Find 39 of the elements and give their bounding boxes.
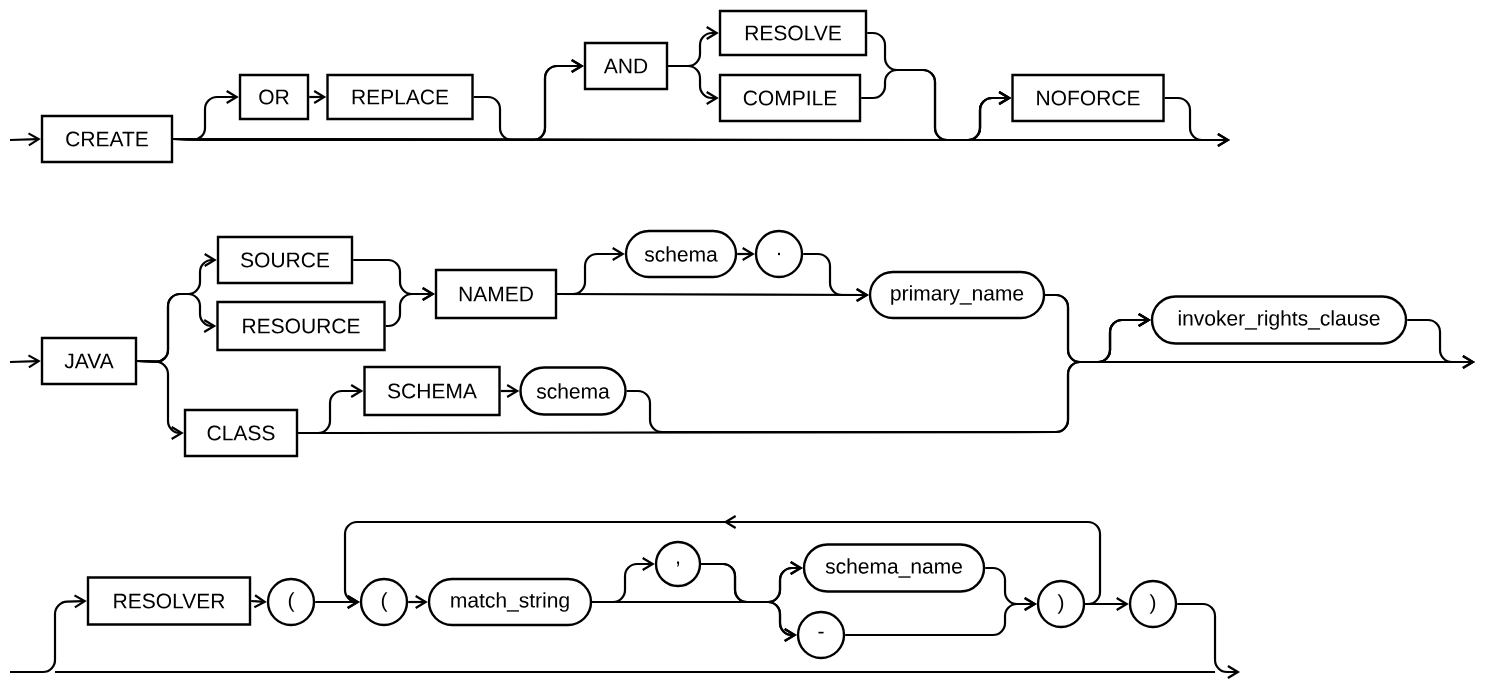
arrow [385, 287, 435, 328]
arrow [701, 562, 797, 642]
arrow [251, 594, 267, 609]
identifier-pill: schema_name [802, 543, 986, 593]
arrow [1177, 602, 1240, 679]
identifier-pill: primary_name [868, 270, 1046, 320]
arrow [137, 359, 184, 440]
keyword-box: NOFORCE [1011, 73, 1165, 123]
keyword-box: CLASS [183, 408, 299, 458]
identifier-pill: invoker_rights_clause [1150, 295, 1408, 345]
arrow [668, 64, 719, 105]
arrow [309, 90, 327, 104]
arrow [408, 595, 428, 609]
keyword-box: SOURCE [216, 235, 354, 285]
keyword-box: AND [583, 41, 669, 91]
keyword-box: RESOURCE [216, 300, 386, 352]
arrow [173, 133, 1230, 147]
keyword-box: OR [238, 73, 310, 121]
keyword-box: REPLACE [326, 73, 474, 121]
arrow [1045, 293, 1475, 369]
arrow [9, 132, 41, 147]
keyword-box: SCHEMA [363, 365, 501, 417]
arrow [1085, 597, 1129, 611]
arrow [557, 288, 869, 302]
keyword-box: COMPILE [718, 73, 862, 123]
arrow [10, 594, 87, 674]
identifier-pill: schema [519, 366, 627, 416]
keyword-box: CREATE [40, 114, 174, 164]
keyword-box: NAMED [434, 268, 558, 320]
arrow [845, 597, 1037, 637]
arrow [737, 247, 755, 261]
arrow [9, 354, 41, 369]
keyword-box: RESOLVE [718, 9, 868, 57]
identifier-pill: match_string [427, 577, 593, 627]
keyword-box: JAVA [40, 336, 138, 386]
keyword-box: RESOLVER [86, 576, 252, 626]
identifier-pill: schema [624, 229, 738, 279]
arrow [500, 384, 520, 398]
arrow [343, 515, 1102, 609]
